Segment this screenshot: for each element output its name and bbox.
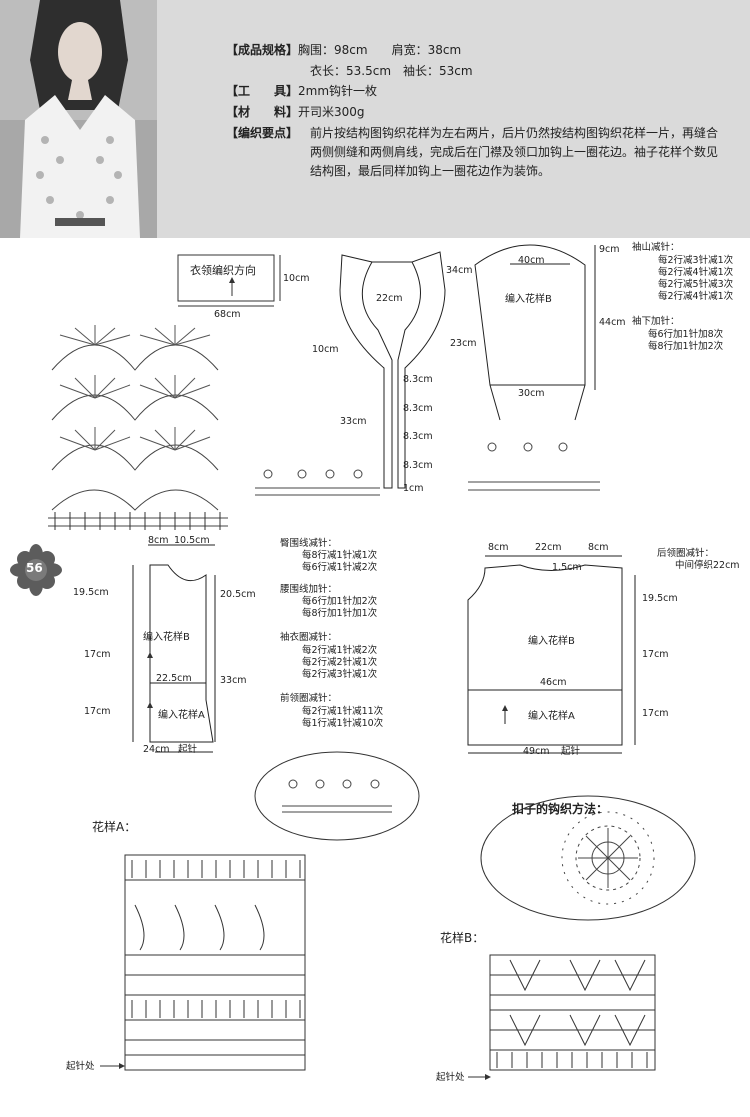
pattern-a-title: 花样A： [92,820,137,834]
front-mid-width: 22.5cm [156,673,192,684]
back-right-2: 17cm [642,649,669,660]
shaping-3-line-2: 每2行减2针减1次 [302,657,378,668]
pattern-a-chart [100,854,306,1071]
notes-label: 【编织要点】 [226,126,299,140]
front-start-label: 起针 [178,744,198,755]
front-left-3: 17cm [84,706,111,717]
shaping-3-title: 袖衣圈减针： [280,632,338,643]
sleeve-top-width: 40cm [518,255,545,266]
sleeve-bottom-width: 30cm [518,388,545,399]
collar-dim-1: 1cm [403,483,424,494]
sleeve-under-title: 袖下加针： [632,316,680,327]
collar-box-width: 68cm [214,309,241,320]
front-top-2: 10.5cm [174,535,210,546]
collar-dim-23: 23cm [450,338,477,349]
notes-value: 前片按结构图钩织花样为左右两片，后片仍然按结构图钩织花样一片，再缝合两侧侧缝和两… [310,126,719,178]
collar-dim-34: 34cm [446,265,473,276]
back-top-1: 8cm [488,542,509,553]
sleeve-cap-line-2: 每2行减4针减1次 [658,267,734,278]
sleeve-top-height: 9cm [599,244,620,255]
material-label: 【材 料】 [226,105,299,119]
collar-direction-box [177,254,275,302]
edge-chart-2 [468,442,600,491]
collar-outline [339,251,446,489]
spec-line-2: 衣长：53.5cm 袖长：53cm [310,64,473,78]
oval-edging-frame [254,751,420,841]
shaping-3-line-3: 每2行减3针减1次 [302,669,378,680]
back-top-2: 22cm [535,542,562,553]
front-right-1: 20.5cm [220,589,256,600]
collar-box-height: 10cm [283,273,310,284]
shaping-2-line-2: 每8行加1针加1次 [302,608,378,619]
sleeve-outline [474,244,596,421]
front-left-2: 17cm [84,649,111,660]
button-title: 扣子的钩织方法： [512,802,609,816]
shaping-4-title: 前领圈减针： [280,693,338,704]
back-bottom-width: 49cm [523,746,550,757]
sleeve-under-line-1: 每6行加1针加8次 [648,329,724,340]
sleeve-cap-title: 袖山减针： [632,242,680,253]
sleeve-under-line-2: 每8行加1针加2次 [648,341,724,352]
front-right-2: 33cm [220,675,247,686]
collar-seg-2: 8.3cm [403,403,433,414]
pattern-b-title: 花样B： [440,931,485,945]
collar-seg-4: 8.3cm [403,460,433,471]
page-badge-number: 56 [26,561,43,575]
model-photo-illustration [0,0,157,238]
pattern-b-start: 起针处 [436,1072,465,1083]
shaping-1-title: 臀围线减针： [280,538,338,549]
edge-chart-1 [255,469,380,496]
material-value: 开司米300g [298,105,365,119]
collar-dim-22: 22cm [376,293,403,304]
shaping-1-line-1: 每8行减1针减1次 [302,550,378,561]
back-mid-width: 46cm [540,677,567,688]
shaping-2-title: 腰围线加针： [280,584,338,595]
header-band: 【成品规格】胸围：98cm 肩宽：38cm 衣长：53.5cm 袖长：53cm … [0,0,750,238]
front-bottom-width: 24cm [143,744,170,755]
sleeve-cap-line-4: 每2行减4针减1次 [658,291,734,302]
back-top-3: 8cm [588,542,609,553]
collar-direction-text: 衣领编织方向 [190,264,256,277]
back-neck-value: 中间停织22cm [675,560,740,571]
collar-seg-3: 8.3cm [403,431,433,442]
spec-label: 【成品规格】 [226,43,299,57]
pattern-b-chart [468,954,656,1080]
back-pattern-a: 编入花样A [528,711,575,722]
model-photo [0,0,157,238]
button-oval-frame [480,795,696,921]
back-start-label: 起针 [561,746,581,757]
sleeve-cap-line-3: 每2行减5针减3次 [658,279,734,290]
sleeve-body-height: 44cm [599,317,626,328]
back-right-3: 17cm [642,708,669,719]
shaping-3-line-1: 每2行减1针减2次 [302,645,378,656]
button-star-chart [561,811,655,905]
pattern-a-start: 起针处 [66,1061,95,1072]
page-badge-flower [10,544,62,596]
shaping-4-line-2: 每1行减1针减10次 [302,718,384,729]
shaping-4-line-1: 每2行减1针减11次 [302,706,384,717]
back-right-1: 19.5cm [642,593,678,604]
sleeve-cap-line-1: 每2行减3针减1次 [658,255,734,266]
sleeve-pattern: 编入花样B [505,294,552,305]
back-neck-depth: 1.5cm [552,562,582,573]
tool-value: 2mm钩针一枚 [298,84,378,98]
shaping-1-line-2: 每6行减1针减2次 [302,562,378,573]
back-neck-title: 后领圈减针： [657,548,715,559]
collar-dim-33: 33cm [340,416,367,427]
front-pattern-b: 编入花样B [143,632,190,643]
front-piece-outline [132,544,216,753]
tool-label: 【工 具】 [226,84,299,98]
front-pattern-a: 编入花样A [158,710,205,721]
back-piece-outline [467,555,636,754]
front-left-1: 19.5cm [73,587,109,598]
front-top-1: 8cm [148,535,169,546]
fan-stitch-chart [48,325,228,530]
collar-seg-1: 8.3cm [403,374,433,385]
shaping-2-line-1: 每6行加1针加2次 [302,596,378,607]
back-pattern-b: 编入花样B [528,636,575,647]
collar-dim-10: 10cm [312,344,339,355]
spec-line-1: 胸围：98cm 肩宽：38cm [298,43,462,57]
